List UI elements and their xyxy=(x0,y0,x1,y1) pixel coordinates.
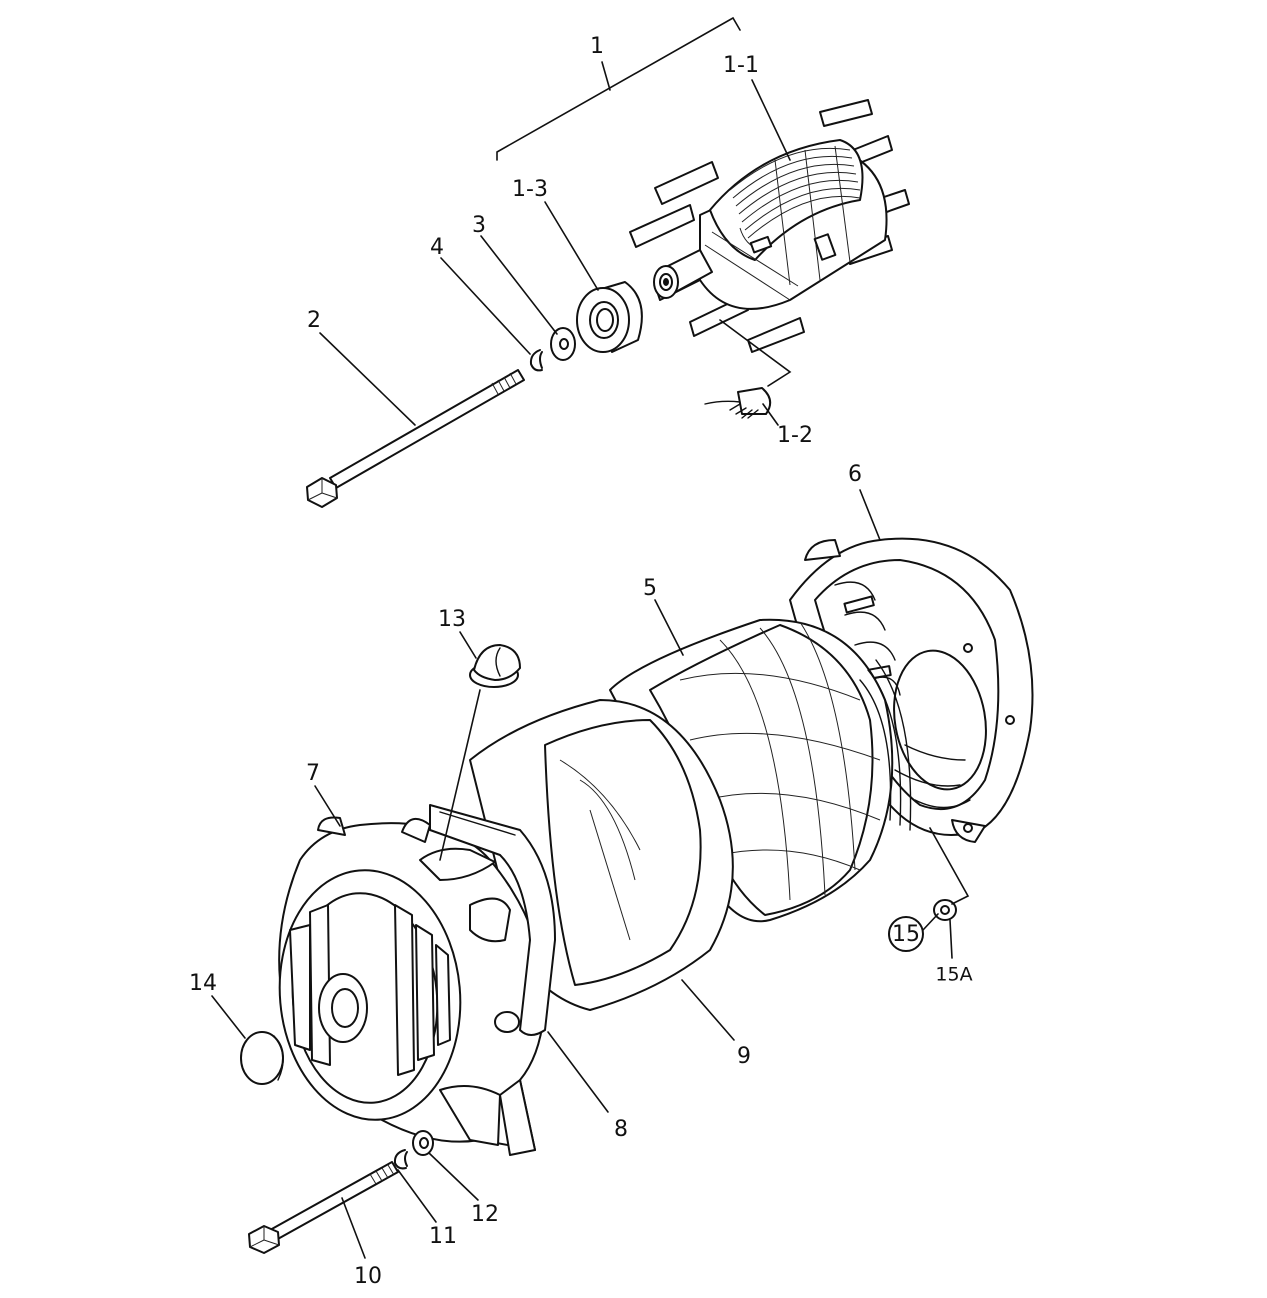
stator-5[interactable] xyxy=(609,618,912,923)
callout-15a: 15A xyxy=(935,964,972,986)
end-housing-6[interactable] xyxy=(789,537,1034,843)
rotor-windings xyxy=(704,145,861,301)
spring-washer-4[interactable] xyxy=(529,349,543,372)
callout-labels: 1 1-1 1-3 3 4 2 1-2 6 5 13 7 15 15A 14 9… xyxy=(189,34,973,1289)
spring-washer-11[interactable] xyxy=(393,1149,408,1170)
callout-6: 6 xyxy=(848,462,862,487)
group-bracket-1 xyxy=(496,16,741,161)
leader-lines xyxy=(211,79,970,1259)
cover-band-9-interior xyxy=(559,759,641,941)
cable-clamp-8[interactable] xyxy=(429,804,556,1036)
callout-1: 1 xyxy=(590,34,604,59)
callout-15: 15 xyxy=(892,922,920,947)
callout-13: 13 xyxy=(438,607,466,632)
callout-10: 10 xyxy=(354,1264,382,1289)
through-bolt-10[interactable] xyxy=(248,1161,399,1254)
callout-14: 14 xyxy=(189,971,217,996)
bearing[interactable] xyxy=(576,281,643,353)
callout-15-circle xyxy=(888,916,924,952)
callout-1-3: 1-3 xyxy=(512,177,548,202)
rotor-assembly[interactable] xyxy=(629,99,910,353)
flat-washer-3[interactable] xyxy=(550,327,576,361)
grommet-13[interactable] xyxy=(469,644,521,688)
callout-2: 2 xyxy=(307,308,321,333)
through-bolt-2[interactable] xyxy=(306,369,525,508)
callout-3: 3 xyxy=(472,213,486,238)
rotor-diode[interactable] xyxy=(704,387,772,419)
stator-5-laminations xyxy=(679,621,912,901)
callout-7: 7 xyxy=(306,761,320,786)
callout-8: 8 xyxy=(614,1117,628,1142)
end-housing-7[interactable] xyxy=(269,816,546,1156)
washer-15a[interactable] xyxy=(933,899,957,921)
callout-1-2: 1-2 xyxy=(777,423,813,448)
callout-11: 11 xyxy=(429,1224,457,1249)
callout-9: 9 xyxy=(737,1044,751,1069)
callout-12: 12 xyxy=(471,1202,499,1227)
bolt-10-threads xyxy=(369,1164,395,1185)
bolt-2-threads xyxy=(491,372,517,395)
callout-1-1: 1-1 xyxy=(723,53,759,78)
callout-5: 5 xyxy=(643,576,657,601)
cap-14[interactable] xyxy=(240,1031,284,1085)
flat-washer-12[interactable] xyxy=(412,1130,434,1156)
callout-4: 4 xyxy=(430,235,444,260)
